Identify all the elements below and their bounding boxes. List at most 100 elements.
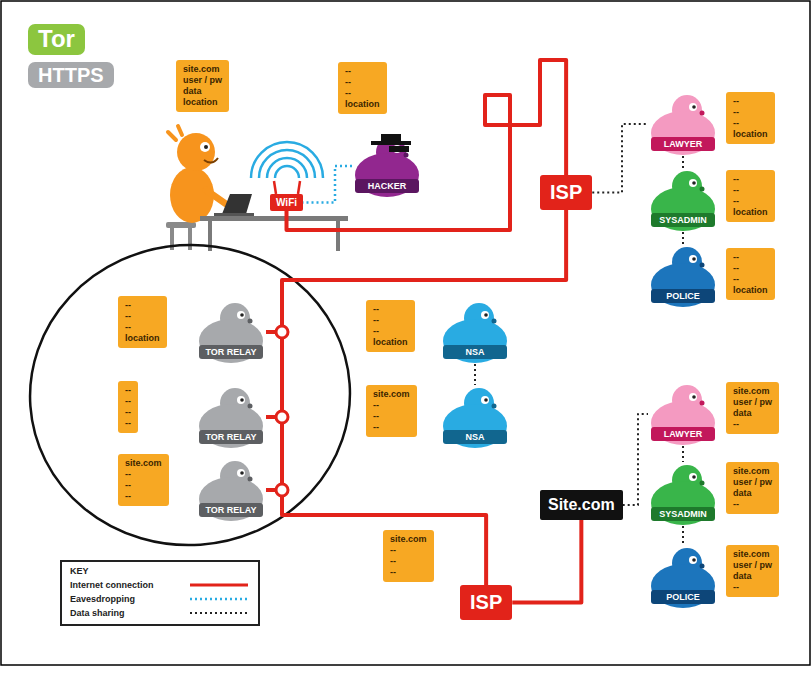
character-figure: TOR RELAY [196,458,266,522]
figure-pupil [484,313,488,317]
figure-eye [689,393,697,401]
name-band [651,590,715,604]
bubble-line: -- [373,326,408,337]
bubble-line: -- [373,400,410,411]
speech-bubble: site.comuser / pwdata-- [726,382,779,434]
bubble-line: location [733,285,768,296]
bubble-line: location [183,97,222,108]
name-band [443,430,507,444]
user-arm [206,190,226,204]
speech-bubble: site.com------ [366,385,417,437]
figure-eye [689,179,697,187]
character-figure: NSA [440,385,510,449]
name-band [651,213,715,227]
bubble-line: -- [733,274,768,285]
legend-title: KEY [70,566,250,576]
node-label: Site.com [548,496,615,514]
figure-nose [700,564,705,569]
figure-eye [481,396,489,404]
node-label: NSA [465,347,484,357]
legend-row: Data sharing [70,608,250,618]
bubble-line: -- [125,311,160,322]
character-figure: POLICE [648,545,718,609]
node-label: POLICE [666,592,700,602]
name-band [355,179,419,193]
speech-bubble: ------location [338,62,387,114]
hacker-mask [389,146,409,152]
toggle-button: Tor [28,24,85,55]
character-figure: SYSADMIN [648,462,718,526]
figure-pupil [692,395,696,399]
speech-bubble: site.com------ [383,530,434,582]
speech-bubble: ------location [366,300,415,352]
internet-connection [266,332,282,417]
figure-body [651,187,715,231]
internet-connection [287,60,567,230]
node-label: ISP [470,591,502,614]
data-sharing-line [474,364,476,385]
user-figure [166,126,226,250]
bubble-line: -- [125,300,160,311]
figure-body [355,153,419,197]
laptop-base [214,213,254,216]
figure-nose [700,263,705,268]
speech-bubble: ------location [118,296,167,348]
figure-eye [689,255,697,263]
node-label: SYSADMIN [659,215,707,225]
bubble-line: -- [125,322,160,333]
figure-nose [492,404,497,409]
antenna [298,181,300,194]
character-figure: TOR RELAY [196,385,266,449]
legend-sample [188,609,250,617]
node-label: TOR RELAY [205,505,256,515]
node-label: LAWYER [664,429,703,439]
figure-body [651,564,715,608]
figure-body [651,263,715,307]
bubble-line: -- [125,418,131,429]
bubble-line: -- [373,315,408,326]
bubble-line: -- [733,174,768,185]
bubble-line: site.com [733,386,772,397]
bubble-line: -- [733,263,768,274]
character-figure: POLICE [648,244,718,308]
wifi-waves [251,142,323,178]
internet-connection [512,520,581,603]
hat-crown [381,134,401,142]
node-label: WiFi [276,197,297,208]
relay-junction [276,326,288,338]
user-pupil [204,145,208,149]
eavesdropping-line [303,166,352,203]
desk [200,216,348,251]
bubble-line: location [733,129,768,140]
bubble-line: data [733,571,772,582]
figure-eye [481,311,489,319]
legend-line [190,598,248,601]
bubble-line: location [733,207,768,218]
figure-eye [689,103,697,111]
name-band [443,345,507,359]
bubble-line: site.com [733,466,772,477]
figure-nose [700,481,705,486]
figure-nose [700,187,705,192]
desk-leg [336,221,340,251]
user-hair [168,126,182,140]
name-band [651,289,715,303]
node-label: HACKER [368,181,407,191]
figure-nose [248,477,253,482]
figure-body [199,319,263,363]
user-mouth [204,158,218,163]
figure-pupil [240,398,244,402]
user-head [177,133,215,171]
figure-body [651,401,715,445]
speech-bubble: site.comuser / pwdatalocation [176,60,229,112]
name-band [199,503,263,517]
character-figure: LAWYER [648,382,718,446]
bubble-line: user / pw [733,397,772,408]
data-sharing-line [682,232,684,244]
site-box: Site.com [540,490,623,520]
user-eye [200,142,210,152]
figure-pupil [692,558,696,562]
bubble-line: site.com [125,458,162,469]
node-label: POLICE [666,291,700,301]
figure-nose [700,401,705,406]
